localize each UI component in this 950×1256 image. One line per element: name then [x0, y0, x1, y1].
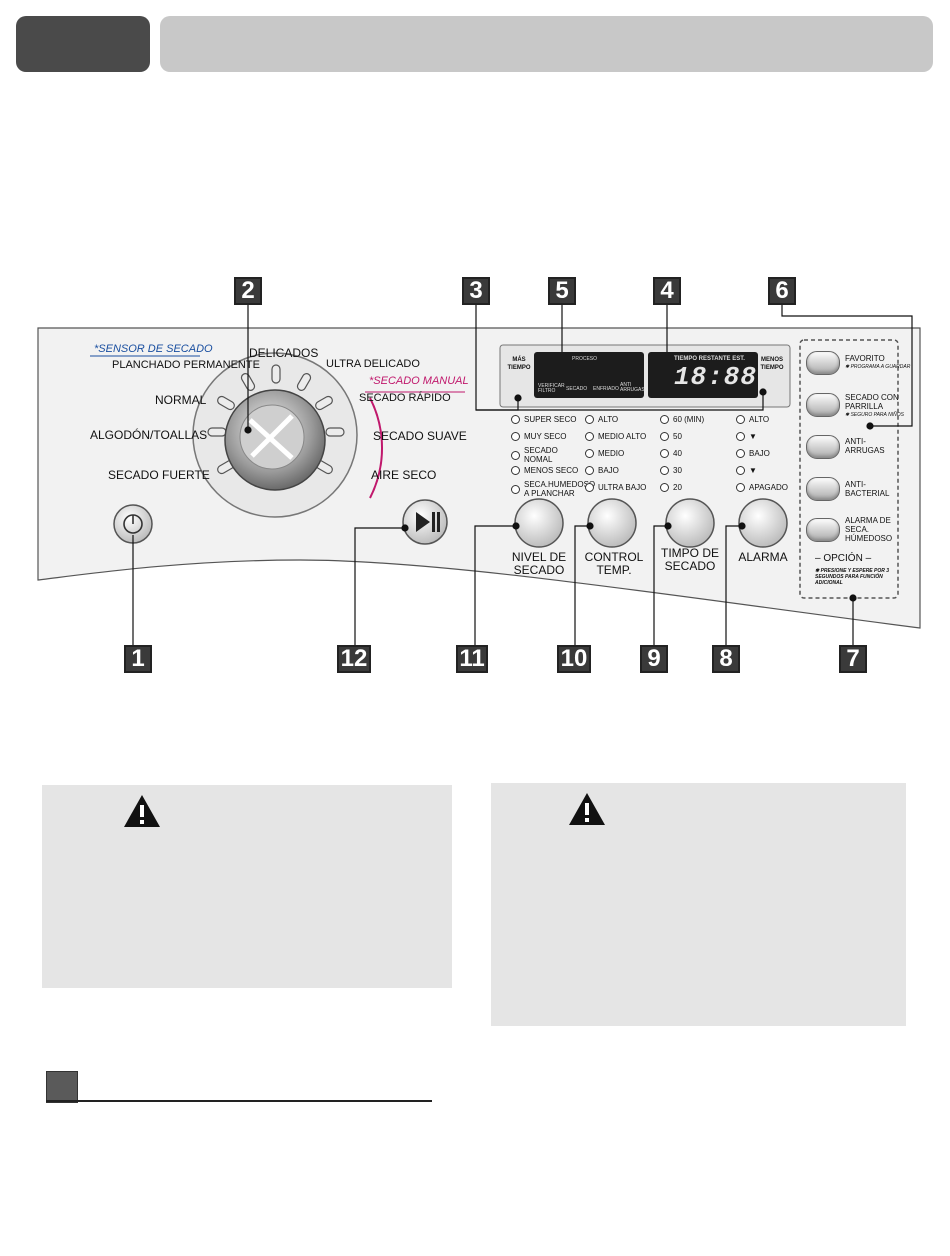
program-normal: NORMAL	[155, 393, 207, 407]
warning-box-right	[491, 783, 906, 1026]
led-tiempo-1: 50	[660, 432, 682, 441]
damp-dry-alarm-label: ALARMA DE SECA. HÚMEDOSO	[845, 516, 893, 543]
step-anti-wrinkle: ANTI ARRUGAS	[620, 382, 645, 393]
section-underline	[46, 1100, 432, 1102]
alarm-label: ALARMA	[738, 550, 788, 564]
led-temp-4: ULTRA BAJO	[585, 483, 646, 492]
led-tiempo-2: 40	[660, 449, 682, 458]
rack-dry-label: SECADO CON PARRILLA✱ SEGURO PARA NIÑOS	[845, 393, 904, 418]
options-note: ✱ PRESIONE Y ESPERE POR 3 SEGUNDOS PARA …	[815, 568, 890, 586]
led-tiempo-3: 30	[660, 466, 682, 475]
dry-level-label: NIVEL DE SECADO	[511, 550, 567, 577]
damp-dry-alarm-button[interactable]	[806, 518, 840, 542]
callout-1: 1	[124, 645, 152, 673]
led-alarma-3: ▼	[736, 466, 757, 475]
process-label: PROCESO	[572, 356, 598, 362]
callout-5: 5	[548, 277, 576, 305]
less-time-button[interactable]	[761, 377, 781, 397]
warning-icon	[569, 793, 605, 825]
led-nivel-4: SECA.HUMEDOSO A PLANCHAR	[511, 480, 595, 498]
menos-tiempo-label: MENOS TIEMPO	[760, 357, 784, 371]
process-display	[534, 352, 644, 398]
led-tiempo-0: 60 (MIN)	[660, 415, 704, 424]
more-time-button[interactable]	[508, 377, 528, 397]
callout-7: 7	[839, 645, 867, 673]
chapter-title-bar	[160, 16, 933, 72]
options-title: – OPCIÓN –	[815, 553, 872, 564]
power-button[interactable]	[114, 505, 152, 543]
start-pause-button[interactable]	[403, 500, 447, 544]
led-temp-2: MEDIO	[585, 449, 624, 458]
program-selector-dial[interactable]	[225, 390, 325, 490]
temp-control-button[interactable]	[588, 499, 636, 547]
callout-3: 3	[462, 277, 490, 305]
chapter-tab	[16, 16, 150, 72]
program-secado-fuerte: SECADO FUERTE	[108, 468, 210, 482]
program-secado-suave: SECADO SUAVE	[373, 429, 467, 443]
time-digits: 18:88	[674, 362, 758, 392]
manual-drying-label: *SECADO MANUAL	[369, 375, 469, 387]
program-planchado-permanente: PLANCHADO PERMANENTE	[112, 359, 260, 371]
program-ultra-delicado: ULTRA DELICADO	[326, 358, 420, 370]
callout-4: 4	[653, 277, 681, 305]
dry-time-button[interactable]	[666, 499, 714, 547]
callout-11: 11	[456, 645, 488, 673]
alarm-button[interactable]	[739, 499, 787, 547]
sensor-drying-label: *SENSOR DE SECADO	[94, 343, 213, 355]
callout-10: 10	[557, 645, 591, 673]
led-temp-0: ALTO	[585, 415, 618, 424]
rack-dry-button[interactable]	[806, 393, 840, 417]
program-secado-rapido: SECADO RÁPIDO	[359, 392, 451, 404]
led-alarma-0: ALTO	[736, 415, 769, 424]
program-aire-seco: AIRE SECO	[371, 468, 437, 482]
anti-bacterial-button[interactable]	[806, 477, 840, 501]
led-nivel-1: MUY SECO	[511, 432, 567, 441]
dry-level-button[interactable]	[515, 499, 563, 547]
mas-tiempo-label: MÁS TIEMPO	[507, 357, 531, 371]
warning-box-left	[42, 785, 452, 988]
anti-bacterial-label: ANTI- BACTERIAL	[845, 480, 890, 498]
time-display	[648, 352, 758, 398]
step-drying: SECADO	[566, 386, 588, 392]
led-nivel-2: SECADO NOMAL	[511, 446, 558, 464]
callout-9: 9	[640, 645, 668, 673]
program-algodon-toallas: ALGODÓN/TOALLAS	[90, 428, 208, 442]
led-nivel-0: SUPER SECO	[511, 415, 576, 424]
step-verify-filter: VERIFICAR FILTRO	[538, 383, 565, 394]
callout-8: 8	[712, 645, 740, 673]
favorito-label: FAVORITO✱ PROGRAMA A GUARDAR	[845, 354, 911, 370]
dry-time-label: TIMPO DE SECADO	[660, 546, 719, 573]
led-temp-3: BAJO	[585, 466, 619, 475]
led-nivel-3: MENOS SECO	[511, 466, 578, 475]
callout-6: 6	[768, 277, 796, 305]
step-cooling: ENFRIADO	[593, 386, 619, 392]
temp-control-label: CONTROL TEMP.	[584, 550, 644, 577]
time-remaining-label: TIEMPO RESTANTE EST.	[674, 356, 745, 362]
warning-icon	[124, 795, 160, 827]
led-temp-1: MEDIO ALTO	[585, 432, 646, 441]
led-alarma-4: APAGADO	[736, 483, 788, 492]
led-tiempo-4: 20	[660, 483, 682, 492]
anti-wrinkle-label: ANTI- ARRUGAS	[845, 437, 885, 455]
led-alarma-1: ▼	[736, 432, 757, 441]
anti-wrinkle-button[interactable]	[806, 435, 840, 459]
led-alarma-2: BAJO	[736, 449, 770, 458]
callout-12: 12	[337, 645, 371, 673]
section-marker	[46, 1071, 78, 1103]
callout-2: 2	[234, 277, 262, 305]
favorito-button[interactable]	[806, 351, 840, 375]
program-delicados: DELICADOS	[249, 346, 319, 360]
